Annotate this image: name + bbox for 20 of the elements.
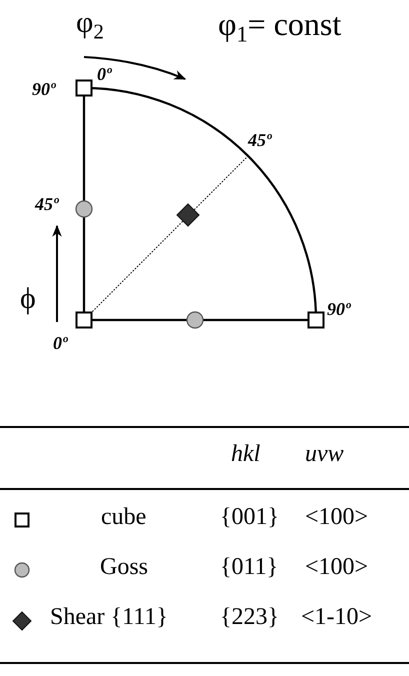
label-text: {001} — [220, 505, 280, 529]
label-text: cube — [101, 505, 146, 529]
label-text: Shear {111} — [50, 605, 168, 629]
label-text: {223} — [220, 605, 280, 629]
label-text: <1-10> — [301, 605, 372, 629]
angle-label: 90º — [327, 300, 350, 318]
column-header: hkl — [231, 442, 260, 466]
label-text: φ$_{1}$= const — [218, 8, 342, 46]
label-text: φ$_{2}$ — [76, 8, 104, 42]
label-text: Goss — [100, 555, 148, 579]
angle-label: 45º — [248, 131, 272, 149]
label-text: ϕ — [20, 284, 36, 314]
angle-label: 90º — [32, 80, 56, 98]
label-text: <100> — [305, 505, 368, 529]
label-text: <100> — [305, 555, 368, 579]
angle-label: 0º — [97, 65, 112, 83]
angle-label: 0º — [53, 334, 68, 352]
angle-label: 45º — [35, 195, 58, 213]
label-text: {011} — [220, 555, 278, 579]
column-header: uvw — [305, 442, 344, 466]
